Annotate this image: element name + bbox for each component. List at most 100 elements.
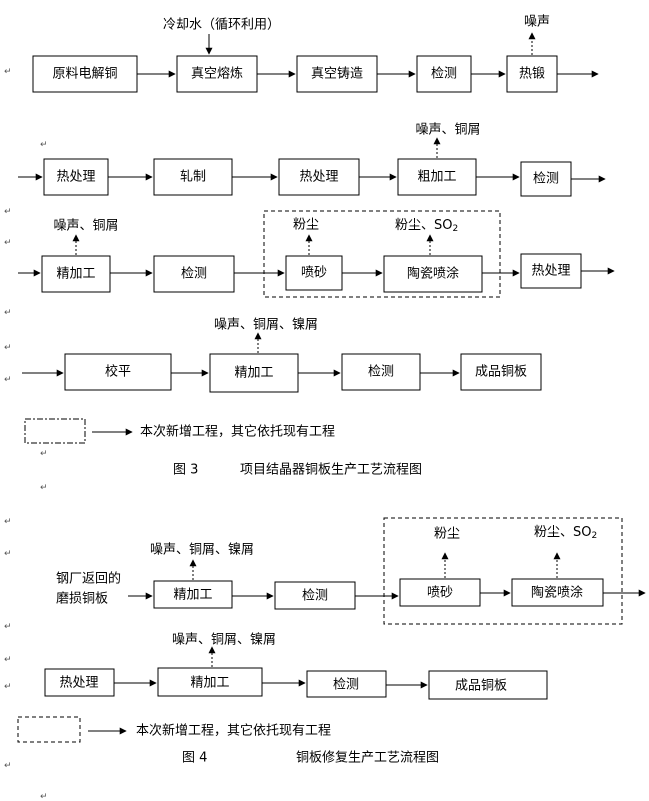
box-finish-machining-label: 精加工 bbox=[56, 267, 95, 282]
box-sandblasting-label: 喷砂 bbox=[427, 586, 453, 601]
box-finish-machining-label: 精加工 bbox=[234, 366, 273, 381]
box-heat-treatment-label: 热处理 bbox=[531, 264, 570, 279]
emission-dust-so2: 粉尘、SO2 bbox=[534, 525, 597, 542]
box-vacuum-melting-label: 真空熔炼 bbox=[191, 67, 243, 82]
cooling-water-note: 冷却水（循环利用） bbox=[163, 18, 280, 33]
paragraph-mark: ↵ bbox=[4, 549, 12, 559]
box-ceramic-spraying bbox=[383, 255, 483, 293]
box-finish-machining bbox=[41, 255, 111, 293]
box-raw-copper bbox=[32, 55, 138, 93]
box-vacuum-melting bbox=[176, 55, 258, 93]
emission-dust-so2-main: 粉尘、SO bbox=[395, 218, 453, 233]
box-ceramic-spraying bbox=[511, 578, 604, 607]
box-finished-copper-plate bbox=[460, 353, 542, 391]
box-inspection bbox=[416, 55, 472, 93]
emission-noise-chips-nickel: 噪声、铜屑、镍屑 bbox=[214, 318, 318, 333]
box-vacuum-casting-label: 真空铸造 bbox=[311, 66, 363, 82]
caption-title: 项目结晶器铜板生产工艺流程图 bbox=[240, 463, 422, 478]
paragraph-mark: ↵ bbox=[4, 308, 12, 318]
box-ceramic-spraying-label: 陶瓷喷涂 bbox=[407, 266, 459, 282]
box-inspection-label: 检测 bbox=[333, 678, 359, 693]
fig3-row1: 冷却水（循环利用） 原料电解铜 真空熔炼 真空铸造 检测 热锻 噪声 bbox=[32, 15, 599, 93]
paragraph-mark: ↵ bbox=[40, 792, 48, 801]
paragraph-mark: ↵ bbox=[4, 682, 12, 692]
fig3-legend: 本次新增工程，其它依托现有工程 bbox=[24, 418, 335, 444]
box-inspection bbox=[520, 161, 572, 197]
box-finish-machining-label: 精加工 bbox=[173, 588, 212, 603]
box-leveling-label: 校平 bbox=[105, 364, 131, 380]
paragraph-mark: ↵ bbox=[40, 140, 48, 150]
box-inspection-label: 检测 bbox=[533, 172, 559, 187]
box-heat-treatment-2-label: 热处理 bbox=[299, 170, 338, 185]
paragraph-mark: ↵ bbox=[4, 761, 12, 771]
box-rough-machining bbox=[397, 158, 477, 196]
caption-number: 图 3 bbox=[173, 463, 198, 478]
paragraph-mark: ↵ bbox=[4, 238, 12, 248]
box-sandblasting-label: 喷砂 bbox=[301, 266, 327, 281]
box-rolling bbox=[153, 158, 233, 196]
paragraph-marks: ↵ ↵ ↵ ↵ ↵ ↵ ↵ ↵ ↵ ↵ ↵ ↵ ↵ ↵ ↵ ↵ bbox=[4, 67, 48, 801]
fig4-caption: 图 4 铜板修复生产工艺流程图 bbox=[182, 751, 439, 766]
legend-dashed-box bbox=[24, 418, 86, 444]
paragraph-mark: ↵ bbox=[40, 483, 48, 493]
box-rough-machining-label: 粗加工 bbox=[417, 170, 456, 185]
box-hot-forging bbox=[506, 55, 558, 93]
box-finish-machining-label: 精加工 bbox=[190, 676, 229, 691]
box-raw-copper-label: 原料电解铜 bbox=[52, 67, 117, 82]
paragraph-mark: ↵ bbox=[4, 375, 12, 385]
box-inspection-label: 检测 bbox=[368, 365, 394, 380]
paragraph-mark: ↵ bbox=[4, 517, 12, 527]
new-works-boundary bbox=[383, 517, 623, 625]
caption-number: 图 4 bbox=[182, 751, 207, 766]
input-label-line2: 磨损铜板 bbox=[56, 592, 108, 607]
box-inspection bbox=[274, 581, 356, 610]
emission-noise-chips: 噪声、铜屑 bbox=[53, 219, 118, 234]
input-label-line1: 钢厂返回的 bbox=[56, 571, 121, 587]
fig3-caption: 图 3 项目结晶器铜板生产工艺流程图 bbox=[173, 463, 422, 478]
emission-dust-so2: 粉尘、SO2 bbox=[395, 218, 458, 235]
legend-text: 本次新增工程，其它依托现有工程 bbox=[140, 424, 335, 440]
box-inspection bbox=[306, 670, 387, 698]
box-finish-machining bbox=[209, 353, 299, 393]
box-hot-forging-label: 热锻 bbox=[519, 67, 545, 82]
emission-noise: 噪声 bbox=[524, 15, 550, 30]
box-sandblasting bbox=[285, 255, 343, 291]
box-heat-treatment-label: 热处理 bbox=[56, 170, 95, 185]
fig3-row2: 热处理 轧制 热处理 粗加工 检测 噪声、铜屑 bbox=[18, 123, 606, 197]
caption-title: 铜板修复生产工艺流程图 bbox=[296, 751, 439, 766]
box-heat-treatment bbox=[43, 158, 109, 196]
fig3-row4: 校平 精加工 噪声、铜屑、镍屑 检测 成品铜板 bbox=[22, 318, 542, 393]
box-sandblasting bbox=[399, 578, 481, 607]
box-heat-treatment bbox=[520, 253, 582, 289]
box-inspection bbox=[341, 353, 421, 391]
legend-text: 本次新增工程，其它依托现有工程 bbox=[136, 723, 331, 739]
box-finish-machining bbox=[157, 667, 263, 697]
emission-so2-subscript: 2 bbox=[453, 224, 459, 234]
emission-dust-so2-main: 粉尘、SO bbox=[534, 525, 592, 540]
box-ceramic-spraying-label: 陶瓷喷涂 bbox=[531, 585, 583, 601]
fig4-legend: 本次新增工程，其它依托现有工程 bbox=[17, 716, 331, 743]
emission-dust: 粉尘 bbox=[434, 527, 460, 542]
box-inspection-label: 检测 bbox=[181, 267, 207, 282]
emission-noise-chips-nickel: 噪声、铜屑、镍屑 bbox=[150, 543, 254, 558]
box-rolling-label: 轧制 bbox=[180, 170, 206, 185]
emission-dust: 粉尘 bbox=[293, 218, 319, 233]
paragraph-mark: ↵ bbox=[4, 343, 12, 353]
box-heat-treatment-2 bbox=[278, 158, 360, 196]
box-vacuum-casting bbox=[296, 55, 378, 93]
box-heat-treatment-label: 热处理 bbox=[59, 676, 98, 691]
box-leveling bbox=[64, 353, 172, 391]
fig4-row1: 钢厂返回的 磨损铜板 精加工 噪声、铜屑、镍屑 检测 喷砂 粉尘 陶瓷喷涂 粉尘… bbox=[56, 517, 646, 625]
box-finished-copper-plate-label: 成品铜板 bbox=[455, 679, 507, 694]
box-inspection-label: 检测 bbox=[431, 67, 457, 82]
box-finish-machining bbox=[153, 580, 233, 609]
fig4-row2: 热处理 精加工 噪声、铜屑、镍屑 检测 成品铜板 bbox=[44, 633, 548, 700]
paragraph-mark: ↵ bbox=[40, 449, 48, 459]
paragraph-mark: ↵ bbox=[4, 67, 12, 77]
box-inspection bbox=[153, 255, 235, 293]
emission-so2-subscript: 2 bbox=[592, 531, 598, 541]
paragraph-mark: ↵ bbox=[4, 655, 12, 665]
emission-noise-chips-nickel: 噪声、铜屑、镍屑 bbox=[172, 633, 276, 648]
paragraph-mark: ↵ bbox=[4, 207, 12, 217]
